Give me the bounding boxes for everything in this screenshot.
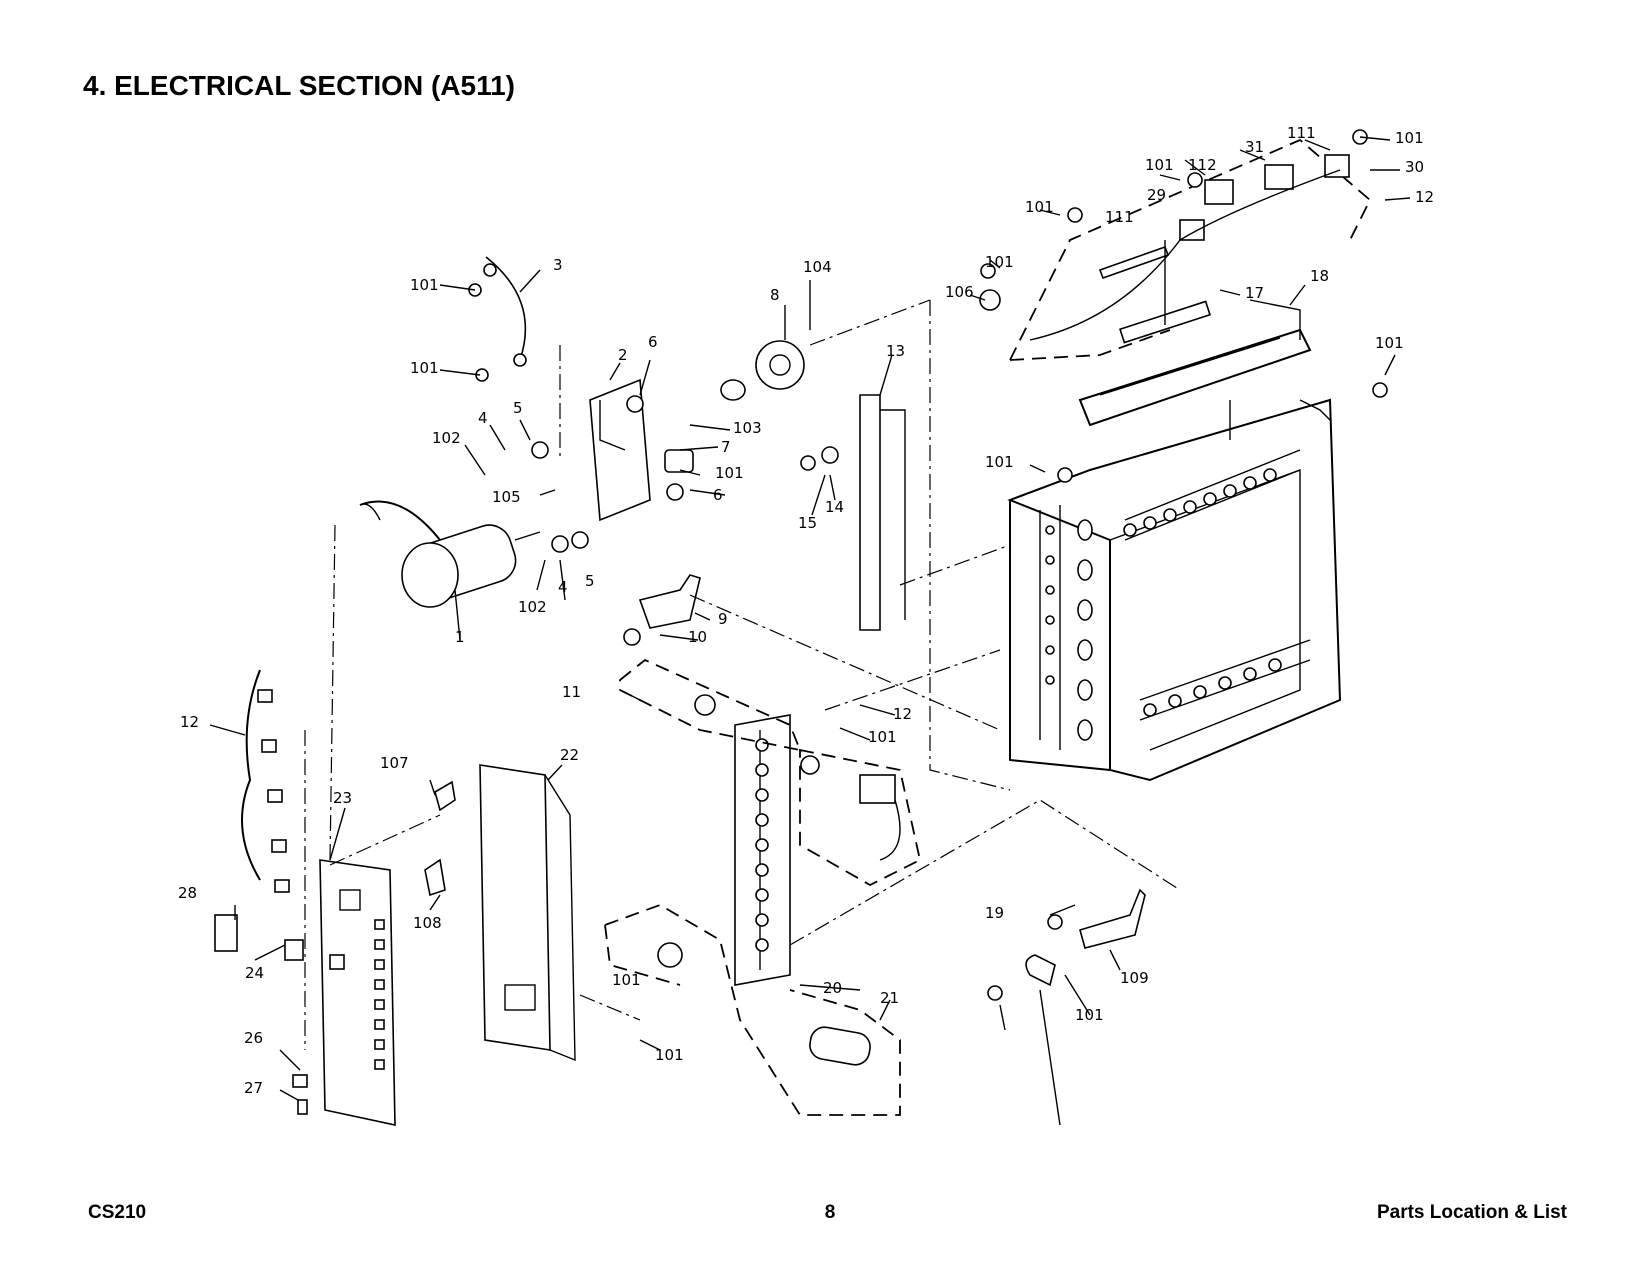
page-title: 4. ELECTRICAL SECTION (A511) bbox=[83, 70, 516, 101]
callout-label: 101 bbox=[1075, 1006, 1104, 1024]
footer-page-number: 8 bbox=[824, 1202, 836, 1223]
callout-label: 101 bbox=[1395, 129, 1424, 147]
callout-label: 102 bbox=[518, 598, 547, 616]
callout-label: 4 bbox=[558, 578, 568, 596]
callout-label: 101 bbox=[612, 971, 641, 989]
callout-label: 19 bbox=[985, 904, 1004, 922]
callout-label: 12 bbox=[180, 713, 199, 731]
callout-label: 101 bbox=[410, 359, 439, 377]
callout-label: 20 bbox=[823, 979, 842, 997]
callout-label: 30 bbox=[1405, 158, 1424, 176]
callout-label: 5 bbox=[585, 572, 595, 590]
callout-label: 9 bbox=[718, 610, 728, 628]
small-parts bbox=[468, 256, 746, 553]
callout-label: 103 bbox=[733, 419, 762, 437]
callout-label: 15 bbox=[798, 514, 817, 532]
callout-label: 13 bbox=[886, 342, 905, 360]
callout-label: 10 bbox=[688, 628, 707, 646]
main-frame bbox=[1007, 398, 1342, 782]
callout-label: 21 bbox=[880, 989, 899, 1007]
callout-label: 101 bbox=[1375, 334, 1404, 352]
roller-array bbox=[1123, 449, 1311, 721]
callout-label: 101 bbox=[985, 253, 1014, 271]
switch-strip bbox=[734, 714, 791, 986]
callout-label: 7 bbox=[721, 438, 731, 456]
callout-label: 106 bbox=[945, 283, 974, 301]
guide-rail-13 bbox=[800, 394, 906, 631]
footer-model: CS210 bbox=[88, 1202, 147, 1223]
callout-label: 111 bbox=[1105, 208, 1134, 226]
callout-label: 23 bbox=[333, 789, 352, 807]
callout-label: 101 bbox=[410, 276, 439, 294]
callout-label: 5 bbox=[513, 399, 523, 417]
callout-label: 2 bbox=[618, 346, 628, 364]
callout-label: 101 bbox=[868, 728, 897, 746]
callout-label: 11 bbox=[562, 683, 581, 701]
callout-label: 28 bbox=[178, 884, 197, 902]
callout-label: 101 bbox=[985, 453, 1014, 471]
callout-label: 104 bbox=[803, 258, 832, 276]
callout-label: 105 bbox=[492, 488, 521, 506]
top-bracket-assembly bbox=[979, 129, 1388, 483]
callout-label: 3 bbox=[553, 256, 563, 274]
callout-label: 31 bbox=[1245, 138, 1264, 156]
callout-label: 6 bbox=[713, 486, 723, 504]
callout-label: 4 bbox=[478, 409, 488, 427]
shield-plate-22 bbox=[479, 764, 576, 1062]
callout-label: 17 bbox=[1245, 284, 1264, 302]
assembly-lines bbox=[304, 299, 1181, 1050]
dashed-group-20-21 bbox=[604, 904, 901, 1116]
leader-lines bbox=[209, 136, 1411, 1126]
callout-label: 22 bbox=[560, 746, 579, 764]
connector-parts bbox=[214, 780, 456, 1115]
lever-9 bbox=[623, 574, 701, 646]
callout-label: 18 bbox=[1310, 267, 1329, 285]
gear-8 bbox=[755, 340, 805, 390]
callout-label: 12 bbox=[893, 705, 912, 723]
callout-label: 1 bbox=[455, 628, 465, 646]
callout-label: 12 bbox=[1415, 188, 1434, 206]
callout-label: 108 bbox=[413, 914, 442, 932]
motor-assembly bbox=[359, 378, 651, 608]
callout-label: 101 bbox=[1025, 198, 1054, 216]
bracket-19 bbox=[987, 888, 1146, 1001]
solenoid-sensor-group bbox=[799, 748, 922, 887]
callout-label: 102 bbox=[432, 429, 461, 447]
callout-label: 26 bbox=[244, 1029, 263, 1047]
callout-label: 112 bbox=[1188, 156, 1217, 174]
pcb-23 bbox=[319, 859, 396, 1126]
callout-label: 109 bbox=[1120, 969, 1149, 987]
callout-label: 101 bbox=[1145, 156, 1174, 174]
callout-labels: 101 3 101 2 6 5 4 102 105 103 7 101 6 10… bbox=[178, 124, 1434, 1097]
callout-label: 29 bbox=[1147, 186, 1166, 204]
footer-section-title: Parts Location & List bbox=[1376, 1202, 1567, 1223]
callout-label: 27 bbox=[244, 1079, 263, 1097]
callout-label: 24 bbox=[245, 964, 264, 982]
side-plate-holes bbox=[1045, 519, 1093, 741]
callout-label: 101 bbox=[715, 464, 744, 482]
callout-label: 107 bbox=[380, 754, 409, 772]
callout-label: 8 bbox=[770, 286, 780, 304]
callout-label: 101 bbox=[655, 1046, 684, 1064]
callout-label: 14 bbox=[825, 498, 844, 516]
wire-harness-12-left bbox=[241, 669, 290, 893]
callout-label: 6 bbox=[648, 333, 658, 351]
callout-label: 111 bbox=[1287, 124, 1316, 142]
